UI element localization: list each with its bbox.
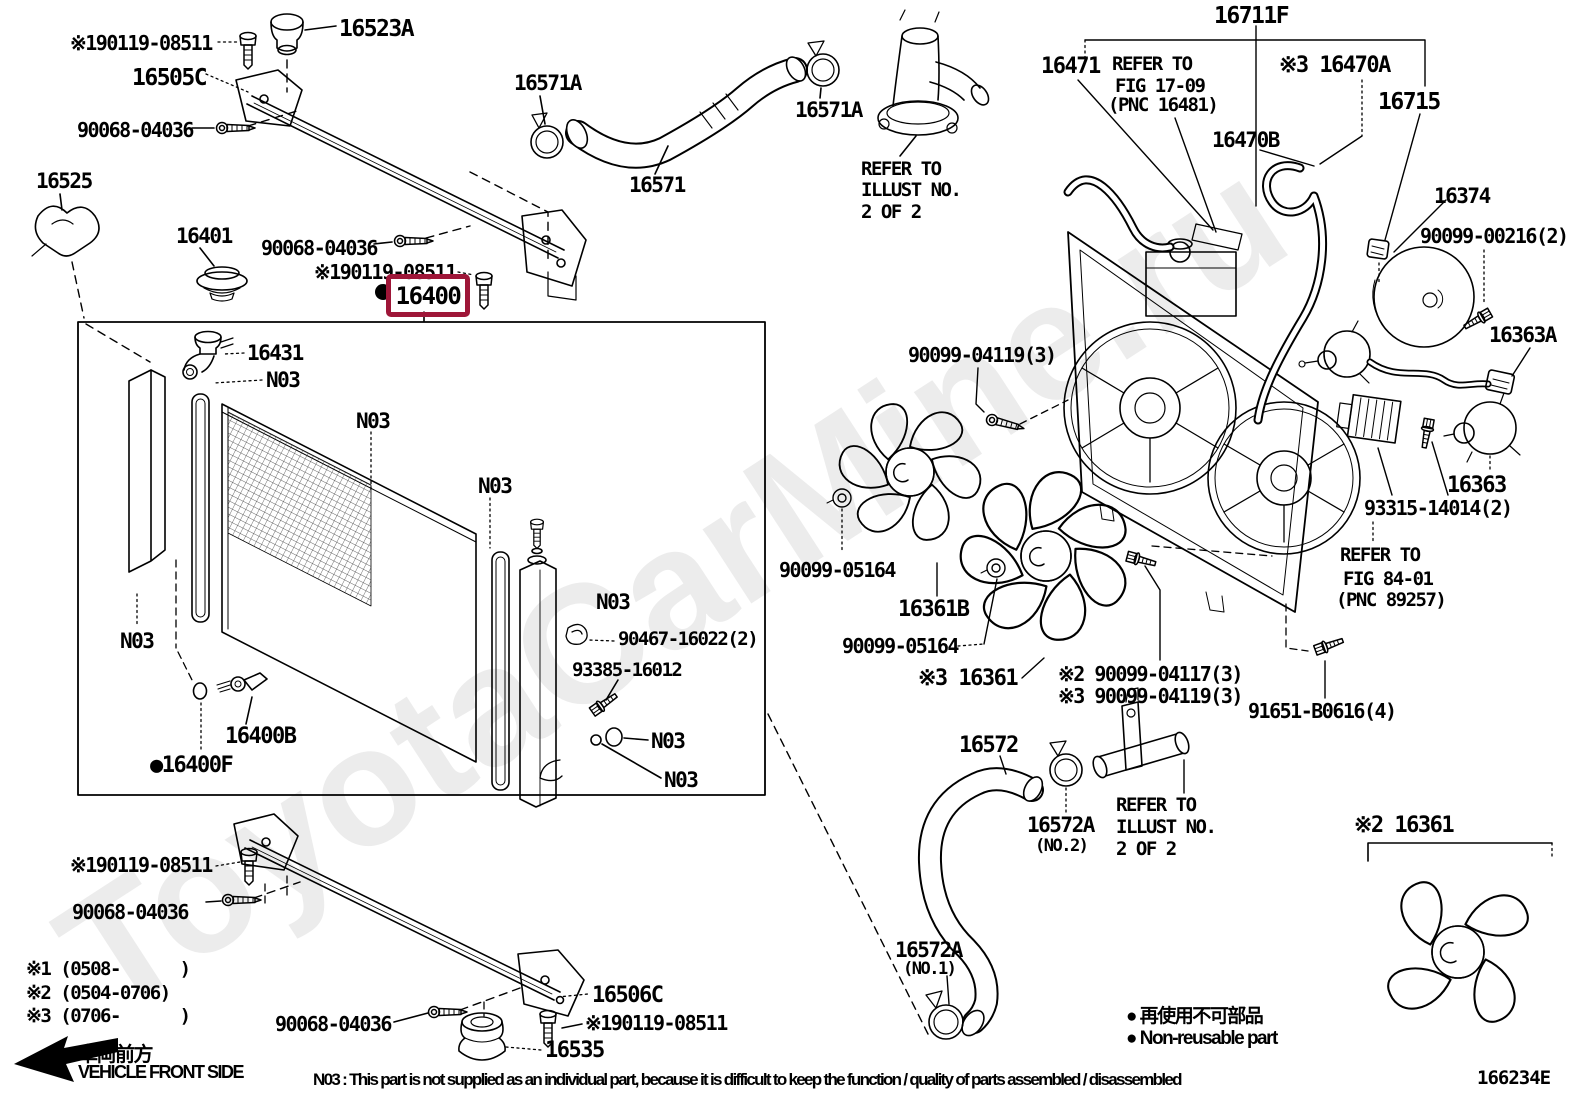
radiator-assembly-box (77, 284, 766, 808)
part-label: ※2 16361 (1354, 813, 1455, 838)
part-label: 90099-05164 (842, 634, 959, 658)
part-label: ※3 16361 (918, 666, 1019, 691)
diagram-code: 166234E (1477, 1067, 1551, 1089)
part-label: 16715 (1378, 89, 1441, 115)
part-label: REFER TO (1116, 794, 1197, 816)
part-label: 16711F (1214, 3, 1290, 29)
part-label: 90099-04119(3) (908, 343, 1057, 367)
part-label: ※190119-08511 (70, 31, 213, 55)
part-label: FIG 84-01 (1343, 568, 1434, 590)
part-label: 16572A (895, 938, 963, 962)
part-label: 90068-04036 (72, 900, 189, 924)
watermark-text: ToyotaCarMine.ru (27, 121, 1317, 1050)
part-label: 16363 (1447, 473, 1507, 498)
part-label: REFER TO (861, 158, 942, 180)
part-label: ILLUST NO. (861, 179, 962, 201)
part-label: N03 (356, 409, 391, 433)
water-inlet-drawing (877, 9, 990, 157)
part-label: 16523A (339, 16, 415, 42)
part-label: 16361B (898, 597, 970, 622)
lower-hose-drawing (767, 687, 1190, 1040)
part-label: N03 (266, 368, 301, 392)
highlighted-part-number: 16400 (395, 281, 462, 310)
legend-note-3: ※3 (0706- ) (26, 1005, 191, 1027)
part-label: ※3 90099-04119(3) (1058, 684, 1243, 708)
part-label: 90068-04036 (77, 118, 194, 142)
part-label: 90099-05164 (779, 558, 896, 582)
part-label: ※3 16470A (1279, 53, 1391, 78)
part-label: 16571 (629, 173, 686, 197)
part-label: (PNC 89257) (1336, 589, 1447, 611)
upper-support-drawing (191, 13, 587, 310)
part-label: 16572 (959, 733, 1019, 758)
fan-shroud-drawing (975, 25, 1426, 613)
cap-16401-drawing (196, 247, 248, 302)
part-label: 16506C (592, 983, 664, 1008)
part-label: N03 (478, 474, 513, 498)
part-label: 16535 (545, 1038, 605, 1063)
mid-fastener-leaders (826, 488, 1553, 862)
part-label: 90099-00216(2) (1420, 224, 1569, 248)
part-label: 90068-04036 (261, 236, 378, 260)
part-label: ILLUST NO. (1116, 816, 1217, 838)
part-label: 16400B (225, 724, 297, 749)
part-label: 93385-16012 (572, 659, 683, 681)
part-label: N03 (651, 729, 686, 753)
part-label: ※190119-08511 (585, 1011, 728, 1035)
part-label: 2 OF 2 (861, 201, 922, 223)
vehicle-front-label-jp: 車両前方 (78, 1044, 154, 1066)
fan-16361-drawing (949, 462, 1135, 651)
part-label: 16571A (795, 98, 863, 122)
clamp-16525-drawing (31, 193, 100, 319)
fan-motor-parts-drawing (1298, 113, 1531, 496)
part-label: 16471 (1041, 54, 1101, 79)
part-label: 16572A (1027, 813, 1095, 837)
part-label: 90068-04036 (275, 1012, 392, 1036)
part-label: N03 (120, 629, 155, 653)
part-label: (NO.1) (903, 959, 957, 979)
spare-fan-16361-drawing (1382, 876, 1534, 1028)
part-label: 16431 (247, 341, 304, 365)
fan-16361b-drawing (831, 395, 989, 549)
part-label: ※2 90099-04117(3) (1058, 662, 1243, 686)
highlighted-part-box: 16400 (386, 274, 470, 317)
part-label: (PNC 16481) (1108, 94, 1219, 116)
non-reusable-note-en: ● Non-reusable part (1126, 1028, 1278, 1049)
part-label: 16525 (36, 169, 93, 193)
non-reusable-note-jp: ● 再使用不可部品 (1126, 1006, 1264, 1027)
part-label: 91651-B0616(4) (1248, 699, 1397, 723)
part-label: ●16400F (150, 753, 234, 778)
lower-support-drawing (205, 813, 589, 1061)
part-label: 16571A (514, 71, 582, 95)
part-label: (NO.2) (1035, 836, 1089, 856)
part-label: 93315-14014(2) (1364, 496, 1513, 520)
legend-note-2: ※2 (0504-0706) (26, 982, 171, 1004)
legend-note-1: ※1 (0508- ) (26, 958, 191, 980)
part-label: 16401 (176, 224, 233, 248)
diagram-footnote: N03 : This part is not supplied as an in… (313, 1070, 1182, 1089)
part-label: 16374 (1434, 184, 1491, 208)
part-label: 2 OF 2 (1116, 838, 1177, 860)
part-label: N03 (664, 768, 699, 792)
part-label: N03 (596, 590, 631, 614)
vehicle-front-arrow-icon (14, 1036, 118, 1082)
part-label: 90467-16022(2) (618, 628, 759, 650)
upper-hose-drawing (530, 40, 840, 175)
part-label: 16505C (132, 65, 208, 91)
part-label: FIG 17-09 (1115, 75, 1206, 97)
part-label: REFER TO (1340, 544, 1421, 566)
part-label: ※190119-08511 (70, 853, 213, 877)
part-label: 16363A (1489, 323, 1557, 347)
part-label: REFER TO (1112, 53, 1193, 75)
vehicle-front-label-en: VEHICLE FRONT SIDE (78, 1062, 245, 1082)
part-label: 16470B (1212, 128, 1280, 152)
